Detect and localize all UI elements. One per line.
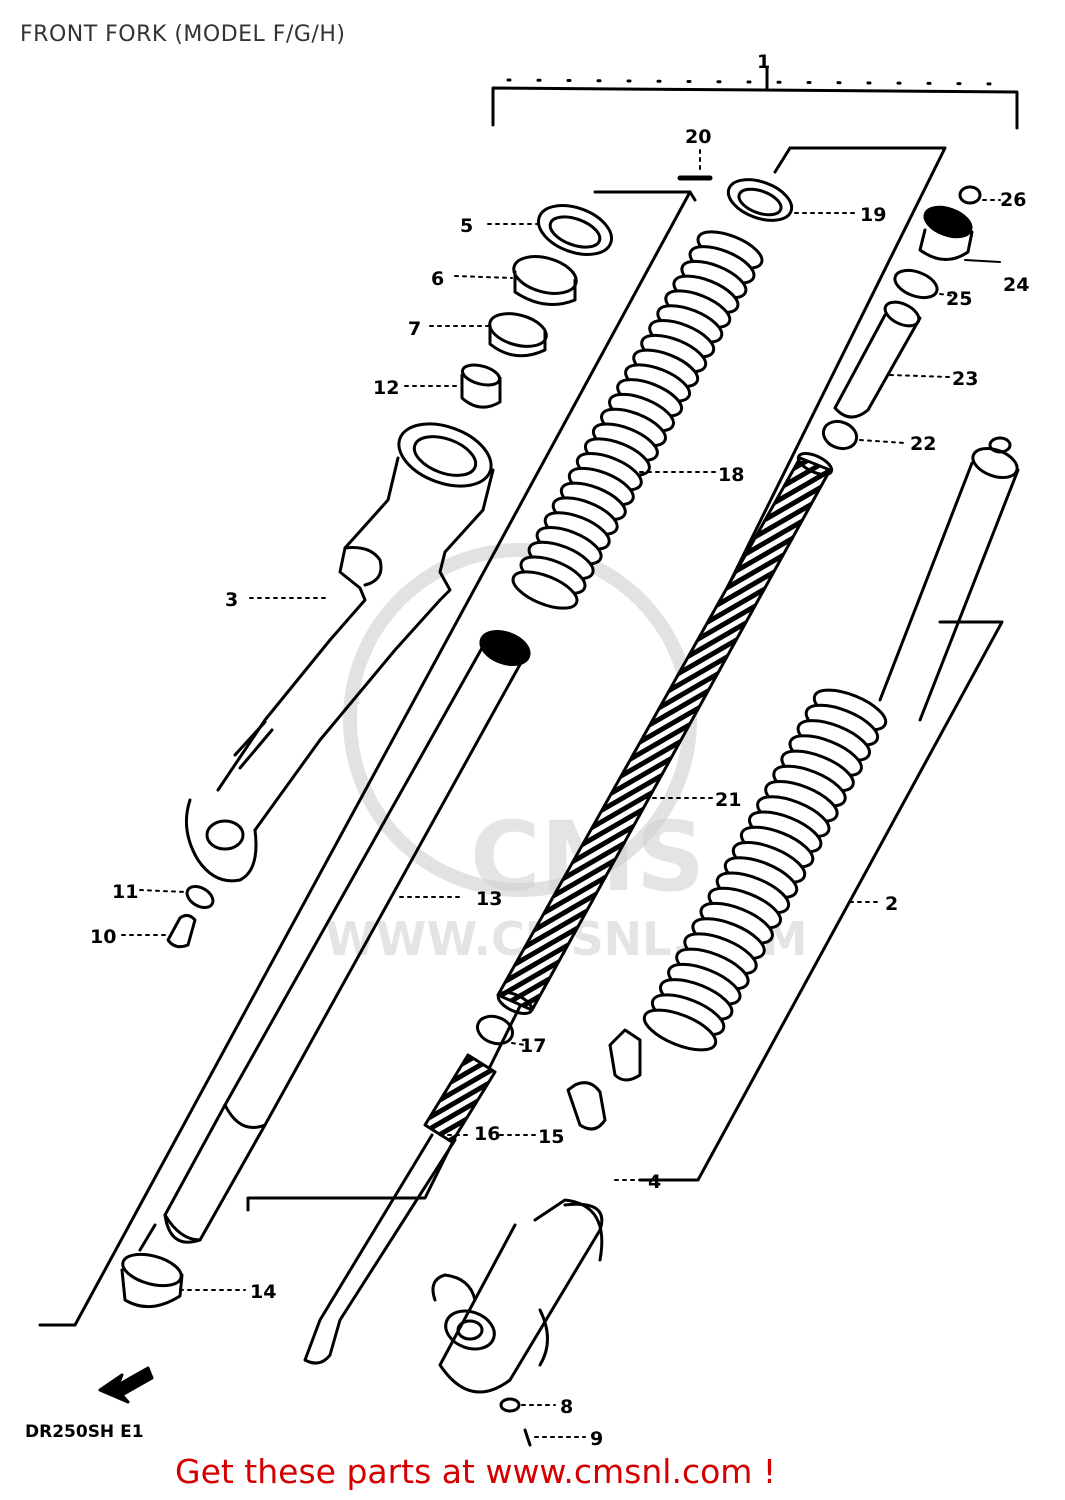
left-outer-tube [184,422,495,883]
spring-seat-19 [677,175,794,222]
callout-16: 16 [474,1123,500,1145]
callout-9: 9 [590,1428,603,1450]
slide-bushing [120,1252,184,1308]
bolt-washer-10-11 [166,885,215,949]
callout-21: 21 [715,789,741,811]
inner-tube [138,630,531,1252]
top-cap-parts [821,185,982,451]
assembly-bracket [491,66,1019,130]
front-fork-diagram: CMS WWW.CMSNL.COM [25,51,1029,1450]
damper-rod [303,1014,514,1365]
callout-14: 14 [250,1281,276,1303]
callout-1: 1 [757,51,770,73]
callout-20: 20 [685,126,711,148]
callout-25: 25 [946,288,972,310]
right-outer-tube [431,436,1020,1447]
front-arrow-icon [98,1366,154,1404]
callout-4: 4 [648,1171,661,1193]
callout-24: 24 [1003,274,1029,296]
callout-5: 5 [460,215,473,237]
bellows-fold [511,570,579,610]
callout-11: 11 [112,881,138,903]
callout-7: 7 [408,318,421,340]
left-group-frame [38,190,697,1327]
callout-15: 15 [538,1126,564,1148]
dust-boot-left [511,230,764,610]
callout-23: 23 [952,368,978,390]
callout-26: 26 [1000,189,1026,211]
callout-13: 13 [476,888,502,910]
callout-labels: 1 2 3 4 5 6 7 8 9 10 11 12 13 14 15 16 1… [25,51,1029,1450]
seal-stack [460,204,613,409]
callout-22: 22 [910,433,936,455]
callout-12: 12 [373,377,399,399]
page-title: FRONT FORK (MODEL F/G/H) [20,22,346,47]
middle-group-frame [246,146,947,1212]
callout-6: 6 [431,268,444,290]
promo-link[interactable]: Get these parts at www.cmsnl.com ! [175,1452,777,1491]
callout-2: 2 [885,893,898,915]
callout-3: 3 [225,589,238,611]
bellows-fold [642,1008,718,1052]
leader-lines [121,149,1001,1438]
callout-17: 17 [520,1035,546,1057]
callout-10: 10 [90,926,116,948]
callout-19: 19 [860,204,886,226]
fork-spring [496,451,834,1016]
dust-boot-right [642,688,888,1052]
callout-18: 18 [718,464,744,486]
diagram-code: DR250SH E1 [25,1422,144,1442]
callout-8: 8 [560,1396,573,1418]
